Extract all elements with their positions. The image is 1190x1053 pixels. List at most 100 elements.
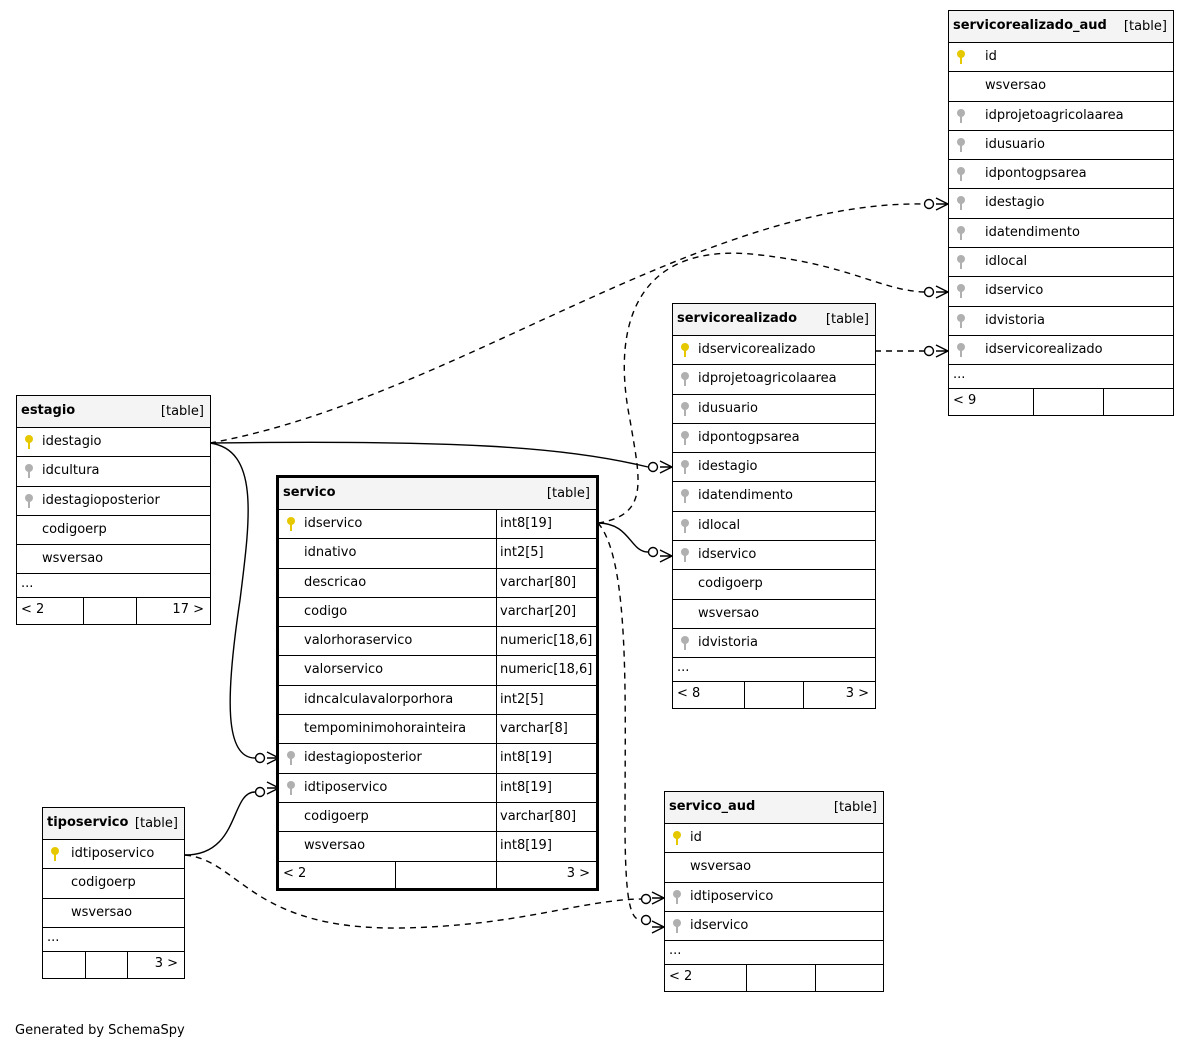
column-row[interactable]: idpontogpsarea	[949, 160, 1173, 190]
foreign-key-icon	[681, 401, 689, 416]
table-title[interactable]: servico_aud	[669, 799, 756, 814]
column-name: wsversao	[42, 551, 104, 567]
column-row[interactable]: codigoerp	[673, 570, 875, 600]
more-columns: ...	[673, 658, 875, 683]
table-servicorealizado-aud[interactable]: servicorealizado_aud [table] id wsversao…	[948, 10, 1174, 417]
column-row[interactable]: id	[949, 43, 1173, 73]
table-title[interactable]: servicorealizado	[677, 311, 798, 326]
column-type: varchar[20]	[500, 603, 577, 619]
primary-key-icon	[25, 435, 33, 449]
column-row[interactable]: wsversao	[673, 600, 875, 629]
column-name: wsversao	[690, 859, 752, 875]
column-row[interactable]: idvistoria	[949, 307, 1173, 336]
parents-count-link[interactable]: < 2	[669, 969, 693, 985]
table-servico-aud[interactable]: servico_aud [table] id wsversao idtipose…	[664, 791, 884, 993]
children-count-link[interactable]: 3 >	[154, 955, 178, 971]
more-columns: ...	[43, 928, 184, 952]
column-row[interactable]: idtiposervico	[665, 883, 883, 912]
column-row[interactable]: idprojetoagricolaarea	[949, 102, 1173, 131]
children-count-link[interactable]: 3 >	[566, 865, 590, 881]
parents-count-link[interactable]: < 9	[953, 393, 977, 409]
column-row[interactable]: wsversao	[949, 72, 1173, 102]
rel-servico-servicorealizado	[597, 522, 649, 553]
table-servicorealizado[interactable]: servicorealizado [table] idservicorealiz…	[672, 303, 876, 710]
column-row[interactable]: codigoerp	[17, 516, 210, 546]
column-name: idservico	[690, 917, 749, 933]
column-name: codigoerp	[42, 521, 107, 537]
column-name: idtiposervico	[304, 779, 388, 795]
parents-count-link[interactable]: < 2	[283, 865, 307, 881]
column-row[interactable]: idservicorealizado	[673, 336, 875, 366]
foreign-key-icon	[957, 313, 965, 328]
table-tiposervico[interactable]: tiposervico [table] idtiposervico codigo…	[42, 807, 185, 979]
column-row[interactable]: idestagio	[949, 189, 1173, 219]
column-row[interactable]: idatendimento	[673, 482, 875, 512]
table-kind: [table]	[1123, 19, 1167, 34]
rel-estagio-servico	[209, 442, 256, 759]
column-name: codigoerp	[304, 808, 369, 824]
column-row[interactable]: idprojetoagricolaarea	[673, 365, 875, 395]
column-row[interactable]: idservico	[673, 541, 875, 571]
column-row[interactable]: idatendimento	[949, 219, 1173, 249]
column-type: varchar[80]	[500, 574, 577, 590]
column-name: idestagioposterior	[42, 492, 160, 508]
column-row[interactable]: idtiposervico	[43, 840, 184, 870]
generated-by-credit: Generated by SchemaSpy	[15, 1023, 185, 1038]
children-count-link[interactable]: 17 >	[172, 602, 204, 618]
column-name: codigoerp	[698, 576, 763, 592]
table-title[interactable]: estagio	[21, 403, 76, 418]
foreign-key-icon	[25, 493, 33, 508]
column-row[interactable]: idservicorealizado	[949, 336, 1173, 366]
parents-count-link[interactable]: < 8	[677, 686, 701, 702]
column-type: int2[5]	[500, 545, 544, 561]
parents-count-link[interactable]: < 2	[21, 602, 45, 618]
column-row[interactable]: idservico	[665, 912, 883, 942]
column-row[interactable]: idvistoria	[673, 629, 875, 659]
children-count-link[interactable]: 3 >	[845, 686, 869, 702]
table-title[interactable]: servico	[283, 485, 336, 500]
column-name: idvistoria	[698, 634, 758, 650]
column-row[interactable]: idservico	[949, 277, 1173, 307]
more-columns: ...	[949, 365, 1173, 390]
column-name: id	[690, 830, 702, 845]
column-row[interactable]: wsversao	[665, 853, 883, 883]
column-name: valorservico	[304, 662, 384, 678]
column-row[interactable]: idestagio	[17, 428, 210, 458]
foreign-key-icon	[957, 137, 965, 152]
column-row[interactable]: idusuario	[949, 131, 1173, 161]
column-row[interactable]: idcultura	[17, 457, 210, 487]
table-footer: < 8 3 >	[673, 682, 875, 709]
column-row[interactable]: idestagio	[673, 453, 875, 483]
foreign-key-icon	[681, 518, 689, 533]
column-row[interactable]: idestagioposterior	[17, 487, 210, 516]
table-kind: [table]	[825, 312, 869, 327]
column-row[interactable]: idusuario	[673, 395, 875, 424]
table-footer: < 2 17 >	[17, 598, 210, 625]
table-title[interactable]: tiposervico	[47, 815, 129, 830]
column-row[interactable]: id	[665, 824, 883, 854]
column-row[interactable]: wsversao	[43, 899, 184, 928]
column-name: idservicorealizado	[698, 342, 816, 357]
table-estagio[interactable]: estagio [table] idestagio idcultura ides…	[16, 395, 211, 626]
column-row[interactable]: idlocal	[673, 512, 875, 542]
column-row[interactable]: idpontogpsarea	[673, 424, 875, 454]
table-title[interactable]: servicorealizado_aud	[953, 18, 1107, 33]
column-row[interactable]: wsversao	[17, 545, 210, 575]
column-row[interactable]: codigoerp	[43, 869, 184, 899]
column-row[interactable]: idlocal	[949, 248, 1173, 278]
column-name: idservico	[985, 283, 1044, 299]
column-name: tempominimohorainteira	[304, 721, 467, 737]
